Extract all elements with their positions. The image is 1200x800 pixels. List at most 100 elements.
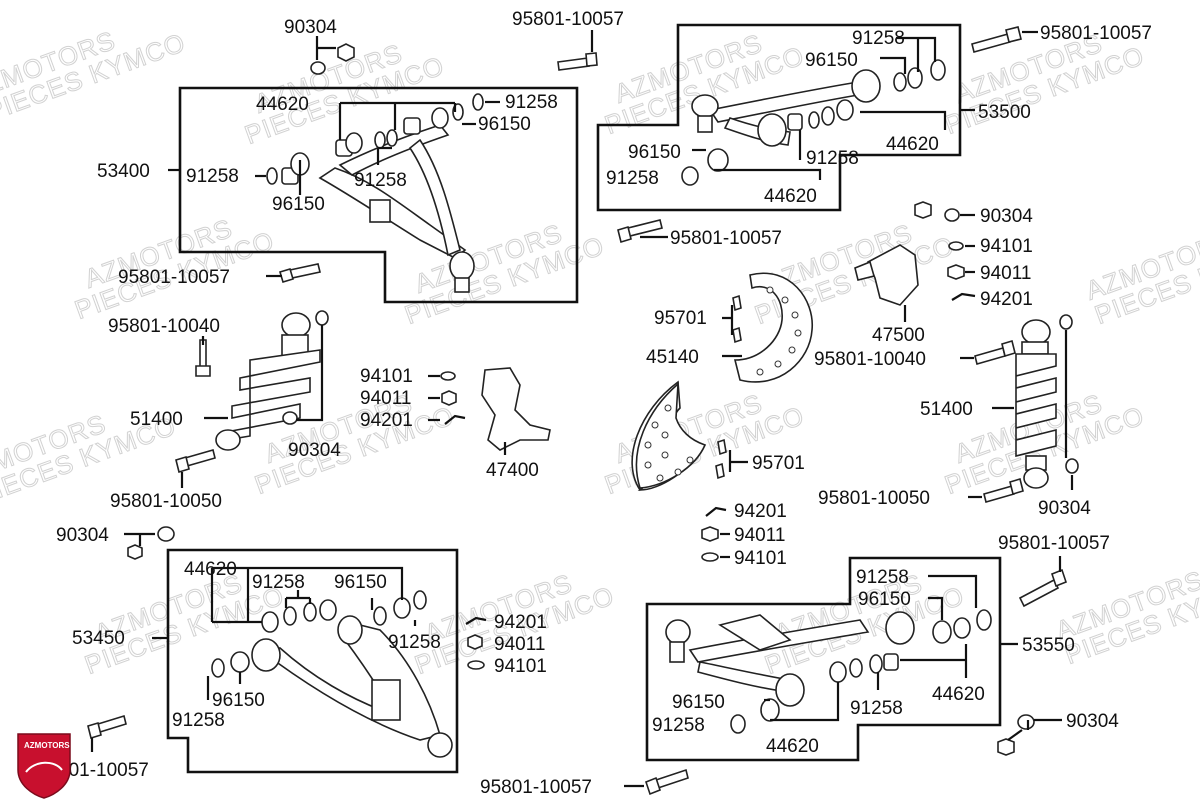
leader-line bbox=[860, 110, 947, 130]
washer-91258 bbox=[849, 658, 863, 678]
bolt-95801-10057 bbox=[627, 219, 663, 237]
label-90304: 90304 bbox=[1066, 711, 1119, 732]
leader-line bbox=[880, 56, 907, 74]
label-91258: 91258 bbox=[505, 92, 558, 113]
washer-91258 bbox=[976, 609, 992, 631]
shock-top-eye bbox=[281, 312, 311, 338]
bolt-head bbox=[87, 721, 102, 740]
group-shock-right: 90304 51400 95801-10050 bbox=[818, 314, 1091, 519]
washer-91258 bbox=[283, 606, 297, 626]
leader-line bbox=[376, 146, 392, 165]
washer-96150 bbox=[953, 617, 971, 639]
group-brake-disc-lower: 95701 bbox=[631, 380, 805, 492]
bolt-head bbox=[195, 365, 211, 377]
label-47400: 47400 bbox=[486, 460, 539, 481]
group-shock-left: 95801-10040 51400 90304 95801-10050 bbox=[108, 310, 341, 512]
collar-44620 bbox=[836, 99, 854, 121]
label-90304: 90304 bbox=[284, 17, 337, 38]
bolt-group-10040-b: 95801-10040 bbox=[814, 339, 1016, 370]
bolt-head bbox=[1051, 568, 1067, 588]
shock-bottom-eye bbox=[215, 429, 241, 451]
leader-line bbox=[210, 566, 404, 624]
disc-guard bbox=[733, 272, 813, 383]
washer-91258 bbox=[373, 606, 387, 626]
label-94101: 94101 bbox=[494, 656, 547, 677]
label-95801-10057: 95801-10057 bbox=[118, 267, 230, 288]
cotter-pin-94201 bbox=[705, 506, 727, 517]
washer-91258 bbox=[211, 658, 225, 678]
ball-joint-stem bbox=[697, 115, 713, 133]
washer-91258 bbox=[907, 67, 923, 89]
logo-text: AZMOTORS bbox=[24, 741, 70, 750]
label-91258: 91258 bbox=[354, 170, 407, 191]
washer-91258 bbox=[730, 714, 746, 734]
label-90304: 90304 bbox=[56, 525, 109, 546]
bolt-95801-10050 bbox=[184, 449, 216, 467]
leader-line bbox=[338, 101, 457, 140]
collar-44620 bbox=[707, 148, 729, 172]
nut-90304 bbox=[1065, 458, 1079, 474]
bushing-96150 bbox=[787, 113, 803, 131]
bolt-95701 bbox=[717, 438, 727, 456]
label-90304: 90304 bbox=[1038, 498, 1091, 519]
collar-44620 bbox=[230, 651, 250, 673]
ball-joint bbox=[665, 619, 691, 645]
label-95801-10050: 95801-10050 bbox=[110, 491, 222, 512]
label-96150: 96150 bbox=[478, 114, 531, 135]
logo-shield bbox=[17, 733, 71, 799]
label-96150: 96150 bbox=[212, 690, 265, 711]
bolt-95801-10057 bbox=[557, 57, 590, 71]
bolt-group-10057-c: 95801-10057 bbox=[971, 23, 1152, 53]
label-91258: 91258 bbox=[172, 710, 225, 731]
label-91258: 91258 bbox=[850, 698, 903, 719]
nut-94011 bbox=[467, 634, 483, 650]
label-91258: 91258 bbox=[252, 572, 305, 593]
washer-91258-e bbox=[472, 93, 484, 111]
upper-arm-tube-2 bbox=[408, 138, 461, 257]
cotter-pin-94201 bbox=[444, 414, 466, 425]
bushing bbox=[775, 673, 805, 707]
washer bbox=[808, 111, 820, 129]
collar-44620-c bbox=[431, 107, 449, 129]
label-96150: 96150 bbox=[805, 50, 858, 71]
bolt-head bbox=[175, 455, 190, 474]
nut-94011 bbox=[701, 526, 719, 542]
arm-bracket bbox=[371, 679, 401, 721]
label-94101: 94101 bbox=[360, 366, 413, 387]
label-94011: 94011 bbox=[494, 634, 545, 655]
label-44620: 44620 bbox=[932, 684, 985, 705]
washer-90304 bbox=[1017, 714, 1035, 730]
label-91258: 91258 bbox=[806, 148, 859, 169]
ball-joint-stem bbox=[669, 641, 685, 663]
shock-spring bbox=[1015, 353, 1057, 458]
washer-94101 bbox=[948, 241, 964, 251]
bolt-95701 bbox=[732, 326, 742, 344]
bolt-group-10057-a: 95801-10057 bbox=[118, 263, 321, 288]
washer bbox=[944, 208, 960, 222]
leader-line bbox=[722, 305, 734, 335]
washer-94101 bbox=[467, 660, 485, 670]
bolt-head bbox=[279, 268, 294, 283]
nut-90304 bbox=[127, 544, 143, 560]
label-53550: 53550 bbox=[1022, 635, 1075, 656]
label-96150: 96150 bbox=[628, 142, 681, 163]
label-44620: 44620 bbox=[886, 134, 939, 155]
nut-90304 bbox=[997, 738, 1015, 756]
label-90304: 90304 bbox=[288, 440, 341, 461]
label-95801-10040: 95801-10040 bbox=[814, 349, 926, 370]
label-91258: 91258 bbox=[652, 715, 705, 736]
label-53500: 53500 bbox=[978, 102, 1031, 123]
bolt-head bbox=[1009, 477, 1024, 496]
label-96150: 96150 bbox=[858, 589, 911, 610]
bolt-group-10057-d: 95801-10057 bbox=[617, 219, 782, 249]
label-91258: 91258 bbox=[856, 567, 909, 588]
disc-holes bbox=[756, 286, 802, 376]
collar-44620 bbox=[829, 661, 847, 683]
bolt-95801-10057 bbox=[97, 714, 127, 734]
nut-group-90304-e: 90304 bbox=[997, 711, 1119, 756]
label-44620: 44620 bbox=[764, 186, 817, 207]
shock-top-eye bbox=[1021, 319, 1051, 345]
label-95801-10057: 95801-10057 bbox=[480, 777, 592, 798]
bushing-96150-c bbox=[403, 117, 421, 135]
washer bbox=[310, 61, 326, 75]
